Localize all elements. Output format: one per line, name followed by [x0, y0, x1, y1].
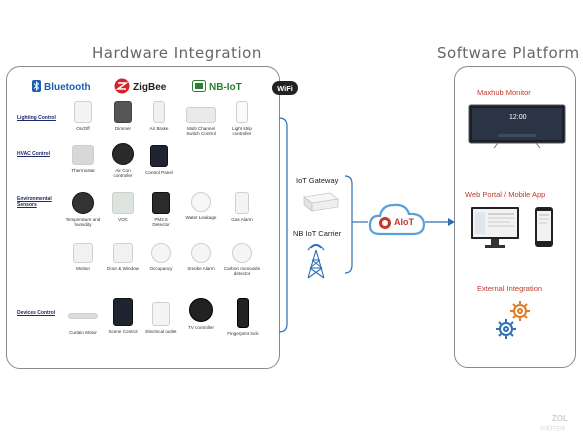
aircon-icon: [112, 143, 134, 165]
cloud-icon: [368, 203, 426, 236]
device-smoke-alarm: Smoke Alarm: [180, 243, 222, 271]
fingerprint-lock-icon: [237, 298, 249, 328]
nb-iot-logo: NB-IoT: [192, 80, 242, 95]
device-occupancy: Occupancy: [140, 243, 182, 271]
category-environmental-line2: Sensors: [17, 202, 37, 208]
maxhub-label: Maxhub Monitor: [477, 88, 531, 97]
outlet-icon: [152, 302, 170, 326]
desktop-computer: [470, 206, 520, 255]
multi-channel-icon: [186, 107, 216, 123]
hardware-panel: [6, 66, 280, 369]
device-onoff: On/Off: [62, 101, 104, 131]
nb-iot-carrier-label: NB IoT Carrier: [293, 229, 342, 238]
device-motion: Motion: [62, 243, 104, 271]
monitor-icon: [468, 104, 566, 149]
gears-icon: [494, 298, 534, 347]
gateway-device-icon: [300, 191, 340, 218]
watermark-sub: 中关村在线: [540, 426, 566, 432]
software-title: Software Platform: [437, 44, 580, 62]
category-environmental-line1: Environmental: [17, 196, 52, 202]
desktop-icon: [471, 207, 519, 248]
gateway-bracket: [344, 175, 353, 274]
voc-icon: [112, 192, 134, 214]
hardware-title: Hardware Integration: [92, 44, 262, 62]
iot-gateway-label: IoT Gateway: [296, 176, 339, 185]
web-portal-label: Web Portal / Mobile App: [465, 190, 546, 199]
device-gas-alarm: Gas Alarm: [221, 192, 263, 222]
device-tv-controller: TV controller: [180, 298, 222, 330]
wifi-logo: WiFi: [272, 81, 298, 100]
phone-icon: [535, 207, 553, 247]
device-door-window: Door & Window: [102, 243, 144, 271]
dimmer-icon: [114, 101, 132, 123]
device-fingerprint-lock: Fingerprint lock: [222, 298, 264, 336]
device-scene-control: Scene Control: [102, 298, 144, 334]
wifi-text: WiFi: [277, 84, 293, 93]
device-dimmer: Dimmer: [102, 101, 144, 131]
aiot-label: AIoT: [394, 217, 414, 227]
switch-icon: [74, 101, 92, 123]
monitor-time: 12:00: [509, 114, 527, 121]
category-devices: Devices Control: [17, 310, 56, 316]
breaker-icon: [153, 101, 165, 123]
device-thermostat: Thermostat: [62, 145, 104, 173]
gas-alarm-icon: [235, 192, 249, 214]
door-window-icon: [113, 243, 133, 263]
external-integration-label: External Integration: [477, 284, 543, 293]
control-panel-icon: [150, 145, 168, 167]
bluetooth-icon: [32, 80, 41, 95]
zigbee-label: ZigBee: [133, 82, 167, 93]
category-environmental: Environmental Sensors: [17, 196, 52, 208]
device-air-brake: Air Brake: [138, 101, 180, 131]
thermostat-icon: [72, 145, 94, 165]
device-voc: VOC: [102, 192, 144, 222]
light-strip-icon: [236, 101, 248, 123]
bluetooth-label: Bluetooth: [44, 82, 91, 93]
smoke-alarm-icon: [191, 243, 211, 263]
device-curtain-motor: Curtain Motor: [62, 305, 104, 335]
wifi-icon: WiFi: [272, 81, 298, 99]
device-temp-humidity: Temperature and humidity: [62, 192, 104, 227]
pm25-icon: [152, 192, 170, 214]
device-electrical-outlet: Electrical outlet: [140, 302, 182, 334]
category-hvac: HVAC Control: [17, 151, 50, 157]
watermark-brand: ZOL: [552, 414, 568, 423]
temp-humidity-icon: [72, 192, 94, 214]
hardware-bracket: [278, 117, 288, 333]
zigbee-icon: [114, 78, 130, 97]
tv-controller-icon: [189, 298, 213, 322]
bluetooth-logo: Bluetooth: [32, 80, 91, 95]
category-lighting: Lighting Control: [17, 115, 56, 121]
occupancy-icon: [151, 243, 171, 263]
curtain-motor-icon: [68, 313, 98, 319]
water-leak-icon: [191, 192, 211, 212]
co-detector-icon: [232, 243, 252, 263]
maxhub-monitor: 12:00: [468, 104, 566, 153]
nb-iot-icon: [192, 80, 206, 95]
aiot-cloud: AIoT: [366, 198, 428, 245]
nb-iot-label: NB-IoT: [209, 82, 242, 93]
scene-control-icon: [113, 298, 133, 326]
zigbee-logo: ZigBee: [114, 78, 166, 97]
device-water-leakage: Water Leakage: [180, 192, 222, 220]
device-control-panel: Control Panel: [138, 145, 180, 175]
cell-tower-icon: [305, 243, 327, 285]
motion-icon: [73, 243, 93, 263]
mobile-phone: [534, 206, 554, 253]
